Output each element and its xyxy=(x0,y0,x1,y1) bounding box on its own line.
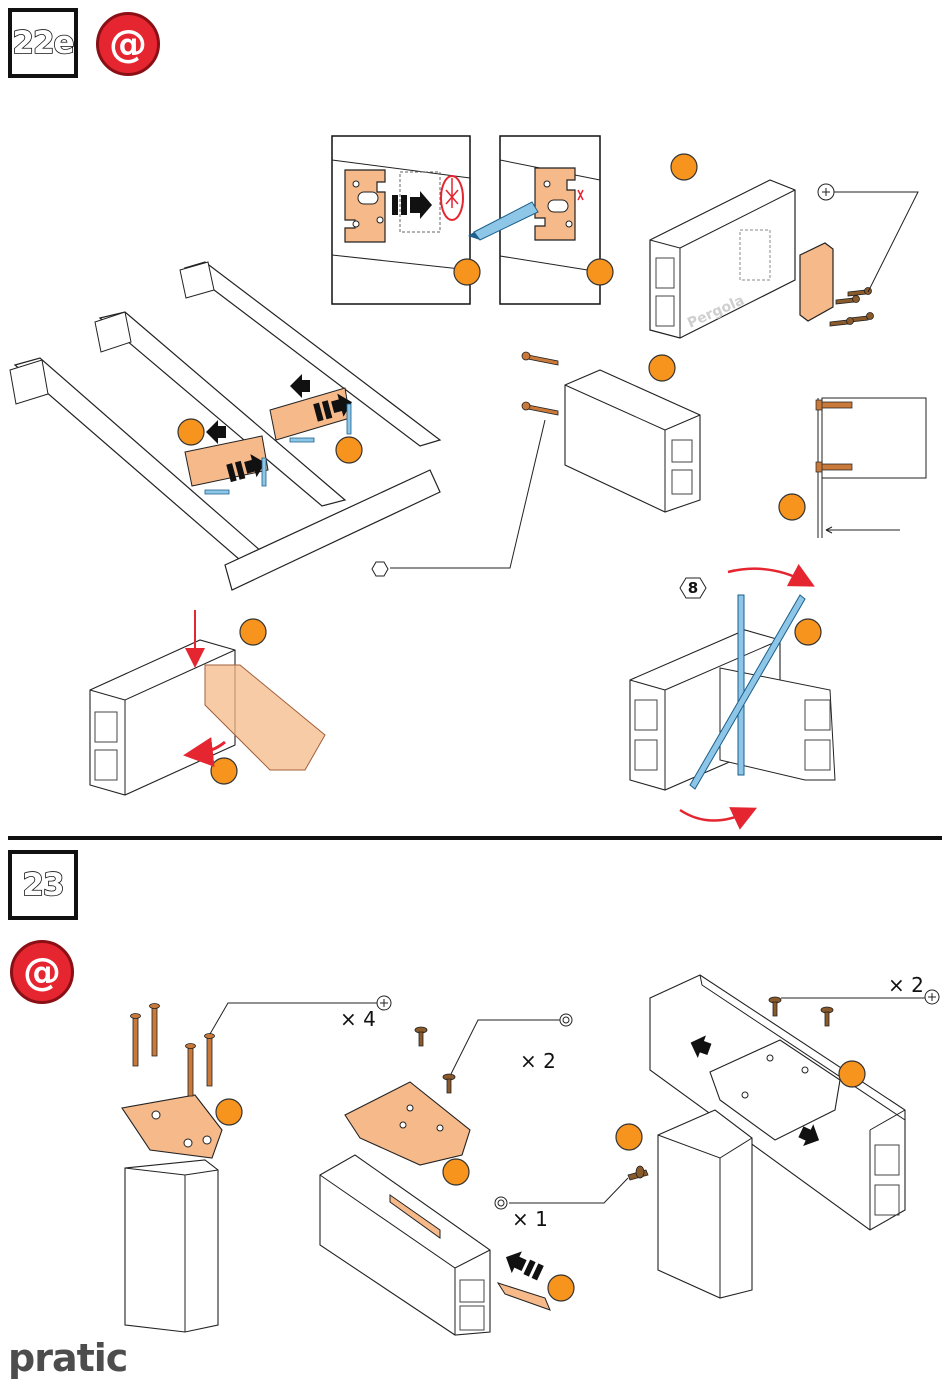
detail-panel-bracket-marking xyxy=(332,136,480,304)
beam-with-plate: × 2 × 1 xyxy=(320,1014,628,1335)
round-screw-icon xyxy=(560,1014,572,1026)
joint-insertion-view xyxy=(90,610,325,795)
rail-frame-assembly xyxy=(10,262,440,590)
hex-key-icon xyxy=(372,562,388,576)
quantity-label: × 4 xyxy=(340,1007,376,1031)
profile-with-bracket: Pergola xyxy=(650,154,918,338)
post-with-beam-junction: × 2 xyxy=(616,973,939,1298)
round-screw-icon xyxy=(495,1197,507,1209)
wrench-tightening-view: 8 xyxy=(630,569,835,821)
quantity-label: × 2 xyxy=(888,973,924,997)
profile-with-screws xyxy=(372,352,700,576)
quantity-label: × 1 xyxy=(512,1207,548,1231)
quantity-label: × 2 xyxy=(520,1049,556,1073)
wrench-size-label: 8 xyxy=(688,579,698,597)
section-view xyxy=(779,398,926,538)
